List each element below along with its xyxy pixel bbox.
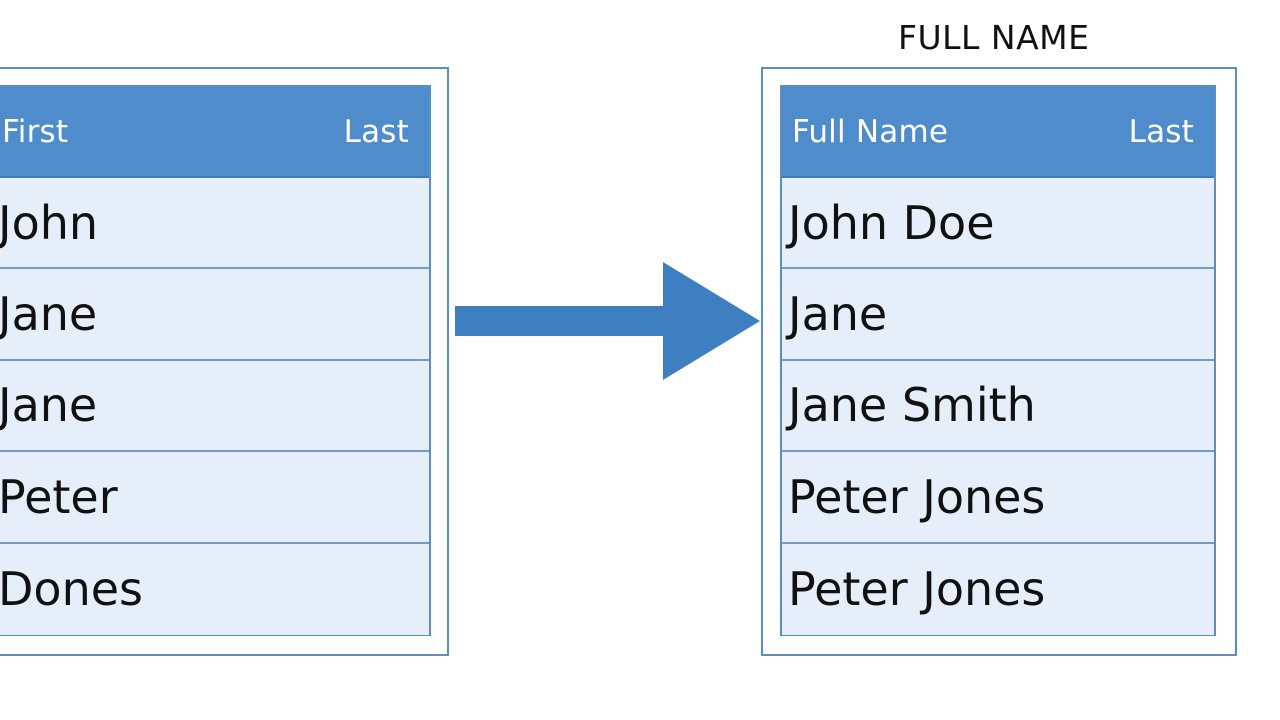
result-header-full-name: Full Name bbox=[792, 113, 949, 150]
table-row: Peter Jones bbox=[782, 452, 1214, 544]
result-table-header: Full Name Last bbox=[782, 87, 1214, 178]
source-table-header: First Last bbox=[0, 87, 429, 178]
table-row: Peter bbox=[0, 452, 429, 544]
table-row: John Doe bbox=[782, 178, 1214, 270]
source-cell: Jane bbox=[0, 378, 98, 433]
result-cell: Peter Jones bbox=[788, 469, 1046, 524]
result-header-last: Last bbox=[1128, 113, 1194, 150]
source-header-last: Last bbox=[343, 113, 409, 150]
result-cell: Peter Jones bbox=[788, 562, 1046, 617]
source-table-frame: First Last John Jane Jane Peter Dones bbox=[0, 67, 449, 656]
source-cell: Jane bbox=[0, 287, 98, 342]
source-header-first: First bbox=[2, 113, 69, 150]
table-row: Peter Jones bbox=[782, 543, 1214, 635]
result-table-frame: Full Name Last John Doe Jane Jane Smith … bbox=[761, 67, 1237, 656]
table-row: John bbox=[0, 178, 429, 270]
result-cell: Jane bbox=[788, 287, 888, 342]
source-table: First Last John Jane Jane Peter Dones bbox=[0, 85, 431, 636]
source-cell: John bbox=[0, 195, 99, 250]
table-row: Dones bbox=[0, 543, 429, 635]
source-cell: Dones bbox=[0, 562, 143, 617]
table-row: Jane bbox=[782, 269, 1214, 361]
table-row: Jane bbox=[0, 269, 429, 361]
table-row: Jane bbox=[0, 360, 429, 453]
result-cell: John Doe bbox=[788, 195, 995, 250]
arrow-right-icon bbox=[455, 262, 760, 380]
result-table: Full Name Last John Doe Jane Jane Smith … bbox=[780, 85, 1216, 636]
table-row: Jane Smith bbox=[782, 360, 1214, 453]
result-cell: Jane Smith bbox=[788, 378, 1036, 433]
result-title: FULL NAME bbox=[898, 18, 1090, 57]
source-cell: Peter bbox=[0, 469, 118, 524]
